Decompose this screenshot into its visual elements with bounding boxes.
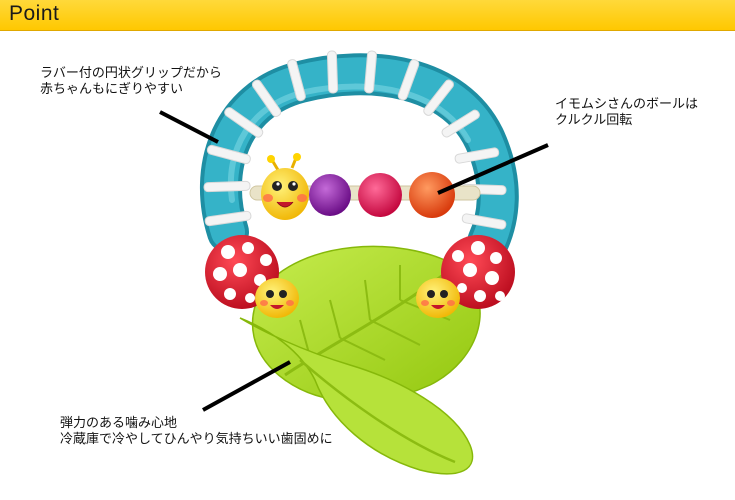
callout-ball-line1: イモムシさんのボールは (555, 97, 699, 112)
ladybug-right (416, 235, 515, 318)
callout-ball-line2: クルクル回転 (555, 113, 633, 128)
callout-leaf-line1: 弾力のある噛み心地 (60, 416, 178, 431)
bead-purple (309, 174, 351, 216)
callout-leaf-line2: 冷蔵庫で冷やしてひんやり気持ちいい歯固めに (60, 432, 333, 447)
callout-grip: ラバー付の円状グリップだから 赤ちゃんもにぎりやすい (40, 66, 222, 98)
callout-ball: イモムシさんのボールは クルクル回転 (555, 97, 698, 129)
callout-line-ball (437, 143, 549, 195)
callout-line-grip (159, 110, 219, 144)
ladybug-left (205, 235, 299, 318)
header-title: Point (9, 2, 60, 25)
ring-grip (200, 50, 519, 263)
callout-line-leaf (202, 360, 291, 412)
callout-grip-line1: ラバー付の円状グリップだから (40, 66, 222, 81)
caterpillar-head (261, 153, 309, 220)
bead-orange (409, 172, 455, 218)
header-bar: Point (0, 0, 735, 31)
callout-grip-line2: 赤ちゃんもにぎりやすい (40, 82, 184, 97)
callout-leaf: 弾力のある噛み心地 冷蔵庫で冷やしてひんやり気持ちいい歯固めに (60, 416, 333, 448)
grip-bands (203, 50, 507, 230)
bead-pink (358, 173, 402, 217)
